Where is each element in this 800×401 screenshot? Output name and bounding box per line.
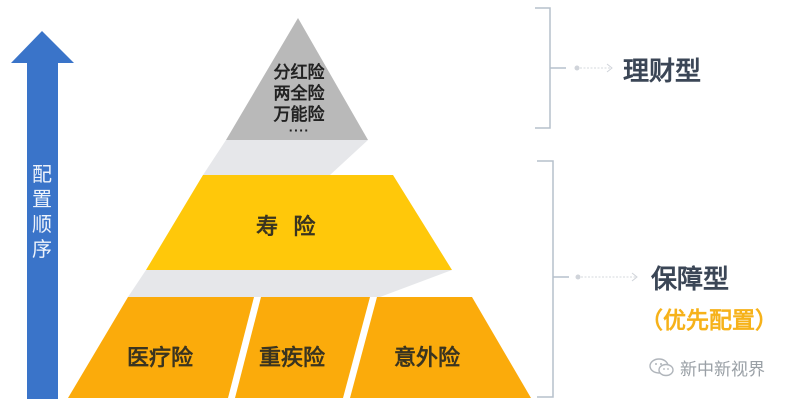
bottom-segment-3 xyxy=(350,297,531,398)
arrow-label-char: 顺 xyxy=(32,212,52,236)
arrow-label-char: 置 xyxy=(32,187,52,211)
connector-arrowhead-lower xyxy=(631,272,638,282)
wechat-icon xyxy=(649,357,674,376)
connector-dot-lower xyxy=(575,274,581,280)
bottom-segment-2 xyxy=(235,297,370,398)
bottom-tier-label-3: 意外险 xyxy=(394,346,461,371)
bottom-tier-label-1: 医疗险 xyxy=(127,346,194,371)
top-tier-list: 分红险 两全险 万能险 ···· xyxy=(254,63,344,136)
bottom-segment-1 xyxy=(68,297,254,398)
bottom-tier-label-2: 重疾险 xyxy=(259,346,326,371)
top-shadow xyxy=(203,140,368,175)
connector-dot-upper xyxy=(574,65,580,71)
middle-tier-label: 寿 险 xyxy=(256,215,316,240)
category-wealth-label: 理财型 xyxy=(623,57,702,87)
arrow-label-char: 配 xyxy=(32,162,52,186)
top-tier-item: 分红险 xyxy=(273,63,325,83)
arrow-up-icon xyxy=(11,31,74,399)
middle-trapezoid xyxy=(146,175,452,270)
bracket-lower xyxy=(537,160,554,398)
category-protection-label: 保障型 xyxy=(651,265,730,295)
top-tier-item: 两全险 xyxy=(273,84,325,104)
connector-arrowhead-upper xyxy=(606,63,613,73)
watermark: 新中新视界 xyxy=(648,355,765,380)
category-protection-sub: （优先配置） xyxy=(640,308,778,334)
top-triangle xyxy=(226,18,368,140)
middle-shadow xyxy=(128,270,452,297)
arrow-label: 配 置 顺 序 xyxy=(26,162,58,262)
watermark-text: 新中新视界 xyxy=(680,360,765,380)
top-tier-ellipsis: ···· xyxy=(288,124,310,137)
arrow-label-char: 序 xyxy=(32,237,52,261)
top-tier-item: 万能险 xyxy=(273,105,325,125)
bracket-upper xyxy=(535,7,551,129)
